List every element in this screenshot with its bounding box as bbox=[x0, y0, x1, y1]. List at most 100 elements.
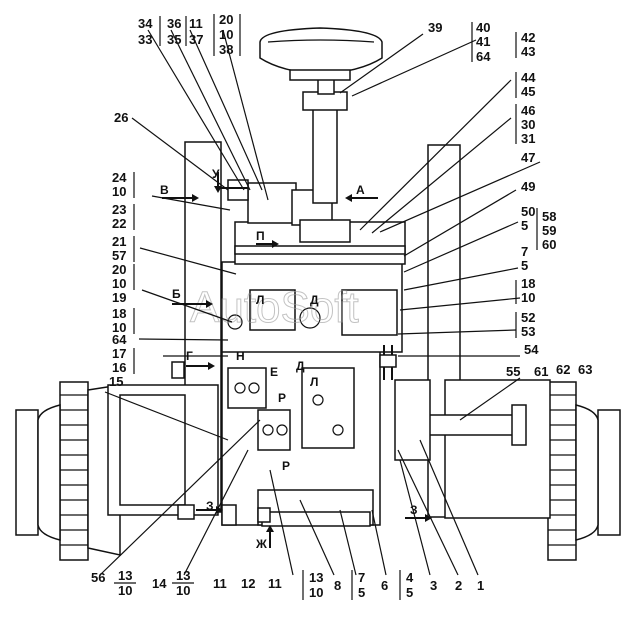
right-final-drive bbox=[444, 379, 551, 519]
callout-60: 60 bbox=[542, 237, 556, 252]
view-letter-r: Р bbox=[278, 391, 286, 405]
callout-5c: 5 bbox=[358, 585, 365, 600]
hydraulic-block-e bbox=[227, 367, 267, 409]
shift-housing bbox=[247, 182, 297, 224]
callout-labels: 34 33 36 35 11 37 20 10 38 39 40 41 64 4… bbox=[91, 12, 592, 600]
view-arrows bbox=[162, 172, 432, 548]
oil-pan bbox=[261, 511, 371, 527]
callout-35: 35 bbox=[167, 32, 181, 47]
watermark: AutoSoft bbox=[190, 283, 359, 332]
callout-10g: 10 bbox=[176, 583, 190, 598]
callout-44: 44 bbox=[521, 70, 536, 85]
callout-37: 37 bbox=[189, 32, 203, 47]
callout-8: 8 bbox=[334, 578, 341, 593]
callout-33: 33 bbox=[138, 32, 152, 47]
callout-39: 39 bbox=[428, 20, 442, 35]
right-wheel-outer bbox=[597, 409, 621, 536]
steering-column bbox=[312, 107, 338, 204]
left-wheel-tire bbox=[59, 381, 89, 561]
left-wheel-outer bbox=[15, 409, 39, 536]
callout-20b: 20 bbox=[112, 262, 126, 277]
callout-49: 49 bbox=[521, 179, 535, 194]
callout-15: 15 bbox=[109, 374, 123, 389]
callout-61: 61 bbox=[534, 364, 548, 379]
callout-10d: 10 bbox=[112, 320, 126, 335]
callout-30: 30 bbox=[521, 117, 535, 132]
view-letter-a: А bbox=[356, 183, 365, 197]
callout-18b: 18 bbox=[521, 276, 535, 291]
callout-10c: 10 bbox=[112, 276, 126, 291]
callout-5: 5 bbox=[521, 218, 528, 233]
lower-bolt-a bbox=[221, 504, 237, 526]
callout-24: 24 bbox=[112, 170, 127, 185]
callout-13b: 13 bbox=[176, 568, 190, 583]
callout-7: 7 bbox=[521, 244, 528, 259]
shift-lever-end bbox=[227, 179, 249, 201]
callout-14: 14 bbox=[152, 576, 167, 591]
right-wheel-rim bbox=[575, 404, 599, 541]
callout-10h: 10 bbox=[309, 585, 323, 600]
callout-10e: 10 bbox=[521, 290, 535, 305]
left-wheel-rim bbox=[37, 404, 61, 541]
callout-6: 6 bbox=[381, 578, 388, 593]
pto-unit bbox=[249, 289, 296, 331]
right-wheel-tire bbox=[547, 381, 577, 561]
callout-62: 62 bbox=[556, 362, 570, 377]
callout-5d: 5 bbox=[406, 585, 413, 600]
callout-12: 12 bbox=[241, 576, 255, 591]
view-letter-v: В bbox=[160, 183, 169, 197]
view-letter-z2: З bbox=[410, 503, 418, 517]
callout-7b: 7 bbox=[358, 570, 365, 585]
left-lower-bracket bbox=[177, 504, 195, 520]
callout-56: 56 bbox=[91, 570, 105, 585]
right-gearbox-cover bbox=[341, 289, 398, 336]
callout-11: 11 bbox=[189, 16, 203, 31]
callout-38: 38 bbox=[219, 42, 233, 57]
callout-53: 53 bbox=[521, 324, 535, 339]
callout-31: 31 bbox=[521, 131, 535, 146]
hydraulic-block-l bbox=[301, 367, 355, 449]
mechanism bbox=[15, 27, 621, 561]
view-letter-e: Е bbox=[270, 365, 278, 379]
callout-57: 57 bbox=[112, 248, 126, 263]
callout-43: 43 bbox=[521, 44, 535, 59]
view-letter-zh: Ж bbox=[255, 537, 267, 551]
callout-11c: 11 bbox=[268, 576, 282, 591]
callout-21: 21 bbox=[112, 234, 126, 249]
callout-41: 41 bbox=[476, 34, 490, 49]
view-letter-g: Г bbox=[186, 349, 193, 363]
left-drive-housing bbox=[119, 394, 186, 506]
axle-flange bbox=[511, 404, 527, 446]
callout-42: 42 bbox=[521, 30, 535, 45]
leader-lines bbox=[99, 29, 541, 576]
right-brake-housing bbox=[394, 379, 431, 461]
callout-64: 64 bbox=[476, 49, 491, 64]
callout-59: 59 bbox=[542, 223, 556, 238]
view-letter-d2: Д bbox=[310, 293, 319, 307]
callout-16: 16 bbox=[112, 360, 126, 375]
callout-10: 10 bbox=[219, 27, 233, 42]
view-letter-z: З bbox=[206, 499, 214, 513]
callout-13c: 13 bbox=[309, 570, 323, 585]
callout-58: 58 bbox=[542, 209, 556, 224]
callout-5b: 5 bbox=[521, 258, 528, 273]
top-mount bbox=[289, 69, 351, 81]
view-letters: У В А П Б Г Н Е Д Л Р Р З З Ж Д Л bbox=[160, 167, 418, 551]
callout-22: 22 bbox=[112, 216, 126, 231]
gearbox-flange bbox=[234, 245, 406, 255]
callout-40: 40 bbox=[476, 20, 490, 35]
callout-47: 47 bbox=[521, 150, 535, 165]
callout-45: 45 bbox=[521, 84, 535, 99]
view-letter-b: Б bbox=[172, 287, 181, 301]
callout-55: 55 bbox=[506, 364, 520, 379]
callout-11b: 11 bbox=[213, 576, 227, 591]
left-bracket bbox=[171, 361, 185, 379]
callout-10f: 10 bbox=[118, 583, 132, 598]
view-letter-l2: Л bbox=[256, 293, 264, 307]
callout-3: 3 bbox=[430, 578, 437, 593]
callout-50: 50 bbox=[521, 204, 535, 219]
view-letter-r2: Р bbox=[282, 459, 290, 473]
callout-26: 26 bbox=[114, 110, 128, 125]
